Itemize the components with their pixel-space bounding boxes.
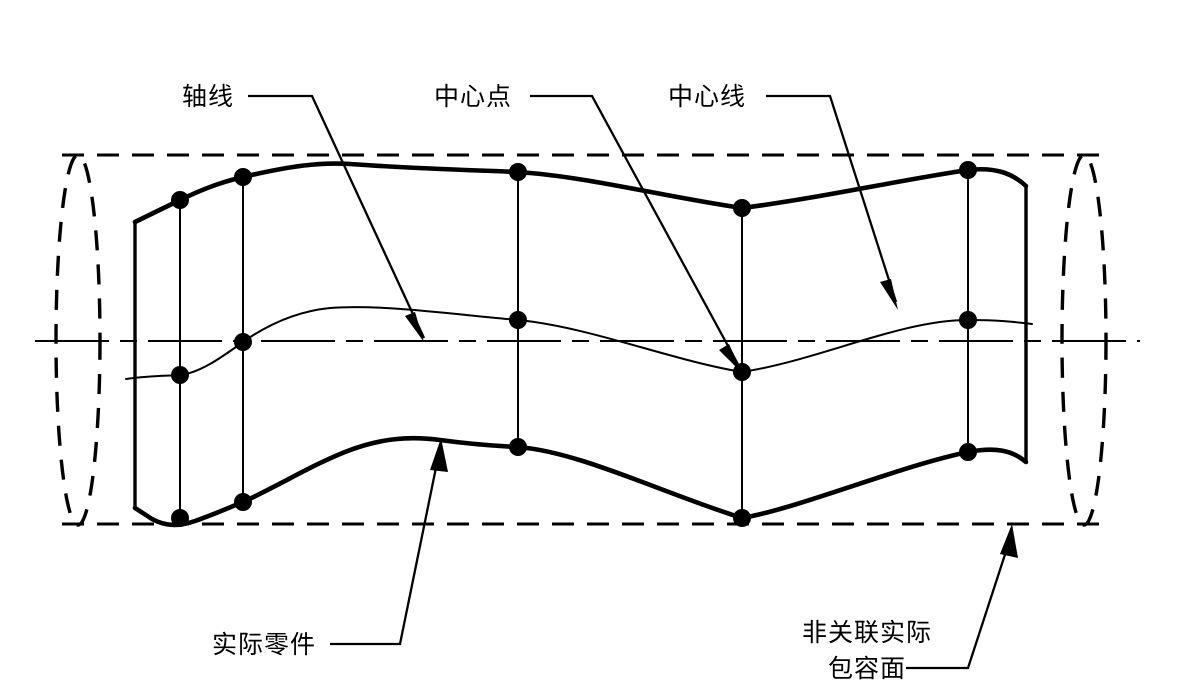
label-axis-line: 轴线 — [182, 82, 234, 111]
center-point-leader-path — [530, 94, 742, 369]
section-2-center-dot — [234, 333, 252, 351]
part-top-contour — [132, 161, 1029, 225]
section-3-center-dot — [509, 311, 527, 329]
envelope-label-arrowhead — [1000, 524, 1018, 558]
envelope-label-leader-path — [906, 532, 1014, 670]
median-center-line-group — [125, 306, 1033, 380]
section-1-center-dot — [171, 366, 189, 384]
label-actual-part: 实际零件 — [212, 630, 316, 659]
center-point-arrowhead — [719, 344, 742, 373]
center-line-arrowhead — [880, 279, 898, 310]
actual-part-outline-group — [132, 161, 1029, 528]
section-1-top-dot — [171, 191, 189, 209]
axis-line-leader-path — [248, 94, 426, 339]
actual-part-leader-path — [330, 447, 442, 646]
section-4-bottom-dot — [733, 509, 751, 527]
section-2-top-dot — [234, 168, 252, 186]
section-5-center-dot — [959, 311, 977, 329]
envelope-label-leader — [906, 524, 1018, 670]
section-3-top-dot — [509, 163, 527, 181]
label-envelope-line-1: 非关联实际 — [802, 618, 932, 647]
axis-line-leader — [248, 94, 426, 342]
part-median-center-line — [125, 306, 1033, 380]
section-5-bottom-dot — [959, 443, 977, 461]
label-envelope-line-2: 包容面 — [828, 654, 906, 683]
axis-line-arrowhead — [405, 312, 424, 342]
actual-part-leader — [330, 438, 448, 646]
section-3-bottom-dot — [509, 438, 527, 456]
actual-part-arrowhead — [430, 438, 448, 472]
center-line-leader-path — [766, 94, 898, 303]
section-2-bottom-dot — [234, 493, 252, 511]
center-line-leader — [766, 94, 898, 310]
section-1-bottom-dot — [171, 509, 189, 527]
section-5-top-dot — [959, 161, 977, 179]
label-center-point: 中心点 — [434, 82, 512, 111]
cross-section-group — [171, 161, 977, 527]
label-center-line: 中心线 — [668, 82, 746, 111]
section-4-top-dot — [733, 199, 751, 217]
part-bottom-contour — [132, 435, 1029, 528]
center-point-leader — [530, 94, 742, 373]
